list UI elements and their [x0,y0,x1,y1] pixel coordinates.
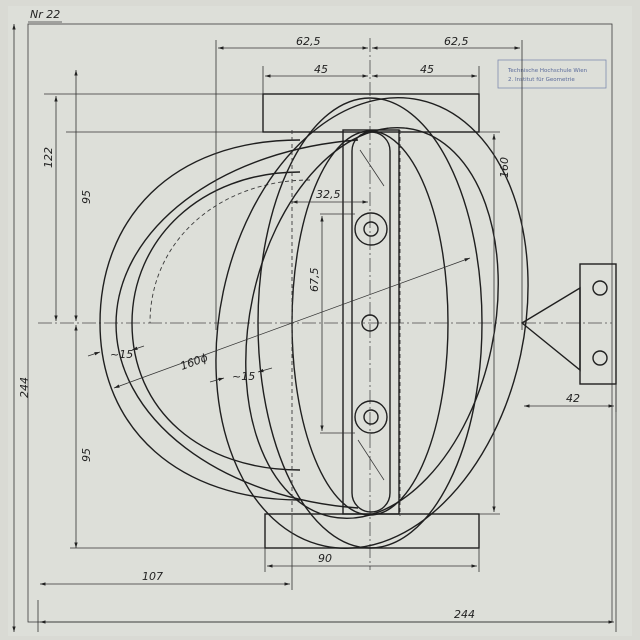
dim-62-left: 62,5 [296,35,321,48]
dim-line-15-left-a [87,351,101,357]
bracket-plate [579,263,617,385]
dim-line-diameter [113,257,471,389]
dim-67: 67,5 [308,268,321,293]
dim-15-left: ~15 [110,348,133,361]
dim-32: 32,5 [316,188,341,201]
dim-15-right: ~15 [232,370,255,383]
upper-hole-inner [363,221,379,237]
sheet-number: Nr 22 [30,8,60,21]
back-ring-outer-arc [99,139,301,501]
dim-45-right: 45 [420,63,434,76]
institute-stamp: Technische Hochschule Wien 2. Institut f… [497,59,607,89]
bracket-hole-bottom [592,350,608,366]
dim-62-right: 62,5 [444,35,469,48]
dim-45-left: 45 [314,63,328,76]
slot-hatching [357,149,385,481]
dim-line-15-right-a [209,377,225,383]
lower-hole-inner [363,409,379,425]
right-bracket [520,263,617,385]
paper-sheet [8,6,632,636]
dim-95-upper: 95 [80,190,93,204]
stamp-border [497,59,607,89]
stamp-line-1: Technische Hochschule Wien [507,68,588,74]
dim-90: 90 [318,552,332,565]
dim-244-horizontal: 244 [454,608,475,621]
bracket-hole-top [592,280,608,296]
dim-42: 42 [566,392,580,405]
stamp-line-2: 2. Institut für Geometrie [508,77,575,83]
dim-160: 160 [498,157,511,178]
dim-122: 122 [42,147,55,168]
dim-107: 107 [142,570,163,583]
dim-line-15-right-b [257,367,273,373]
dim-95-lower: 95 [80,448,93,462]
dim-244-vertical: 244 [18,377,31,398]
dim-line-15-left-b [131,345,145,351]
upper-hole-outer [354,212,388,246]
lower-hole-outer [354,400,388,434]
